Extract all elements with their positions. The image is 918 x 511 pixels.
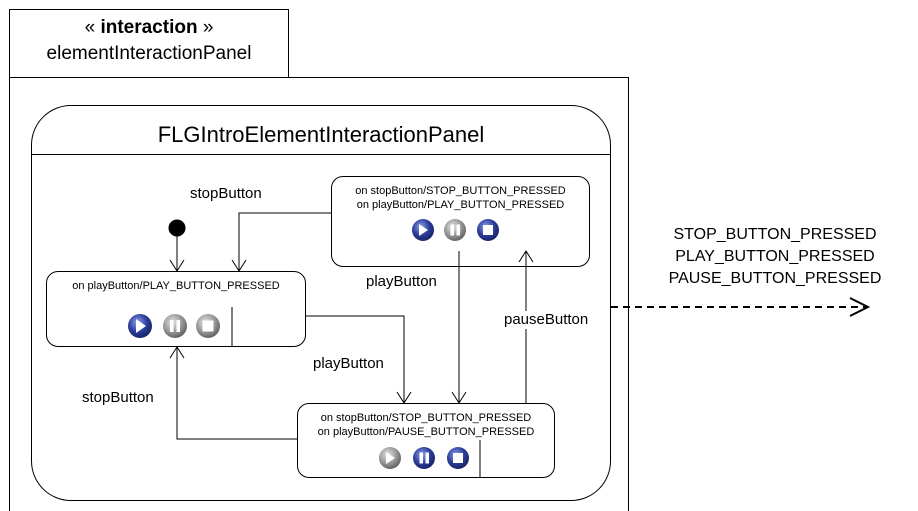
interface-header: « interaction » elementInteractionPanel: [9, 9, 289, 79]
transition-label-playing-to-idle: stopButton: [82, 389, 154, 406]
stereotype-label: « interaction »: [10, 16, 288, 40]
play-icon: [412, 219, 434, 241]
transition-playing-to-idle: [176, 347, 297, 440]
external-event-1: STOP_BUTTON_PRESSED: [673, 226, 877, 243]
paused-control-widget: [412, 219, 499, 241]
pause-icon: [163, 314, 187, 338]
state-playing-action-2: on playButton/PAUSE_BUTTON_PRESSED: [317, 426, 535, 438]
transition-label-paused-to-playing: playButton: [366, 273, 437, 290]
transition-idle-to-playing: [306, 315, 405, 403]
pause-icon: [444, 219, 466, 241]
state-idle-action: on playButton/PLAY_BUTTON_PRESSED: [72, 280, 280, 292]
transition-label-idle-to-playing: playButton: [313, 355, 384, 372]
transition-paused-to-idle: [238, 212, 331, 271]
pause-icon: [413, 447, 435, 469]
composite-state-title: FLGIntroElementInteractionPanel: [32, 106, 610, 155]
idle-control-widget: [124, 307, 233, 346]
transition-label-paused-to-idle: stopButton: [190, 185, 262, 202]
state-playing-action-1: on stopButton/STOP_BUTTON_PRESSED: [320, 412, 532, 424]
initial-state: [168, 219, 186, 237]
stop-icon: [447, 447, 469, 469]
external-event-2: PLAY_BUTTON_PRESSED: [675, 248, 875, 265]
state-paused-action-1: on stopButton/STOP_BUTTON_PRESSED: [355, 185, 566, 197]
play-icon: [379, 447, 401, 469]
interface-name: elementInteractionPanel: [46, 43, 252, 64]
stereotype-prefix: «: [84, 17, 101, 38]
play-icon: [128, 314, 152, 338]
transition-label-playing-to-paused: pauseButton: [504, 311, 589, 329]
playing-control-widget: [376, 440, 481, 477]
stop-icon: [196, 314, 220, 338]
stereotype-suffix: »: [197, 17, 214, 38]
stereotype-keyword: interaction: [100, 17, 198, 38]
external-event-3: PAUSE_BUTTON_PRESSED: [668, 270, 882, 287]
state-paused-action-2: on playButton/PLAY_BUTTON_PRESSED: [356, 199, 565, 211]
stop-icon: [477, 219, 499, 241]
